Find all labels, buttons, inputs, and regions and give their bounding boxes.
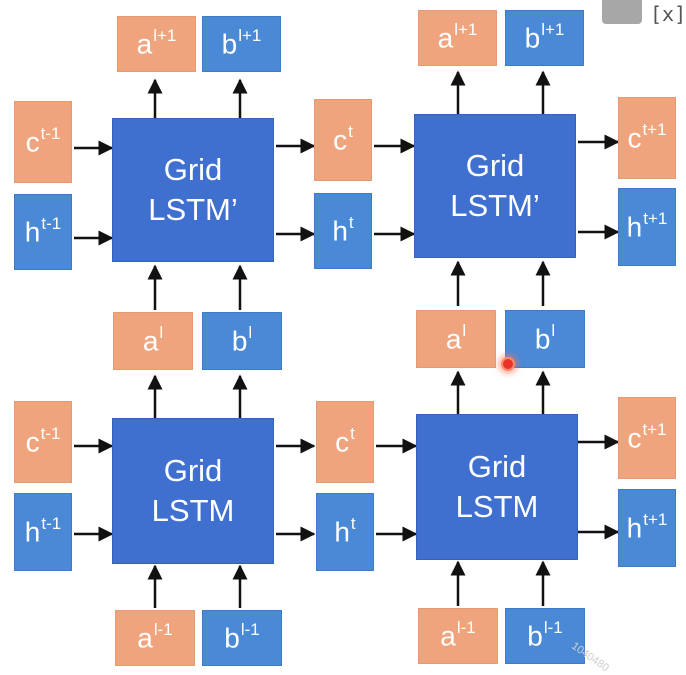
tl-out-a-box: al+1: [117, 16, 196, 72]
tr-out-h-label: ht+1: [626, 208, 668, 243]
tl-in-c-box: ct-1: [14, 101, 72, 183]
tm-h-label: ht: [332, 212, 354, 247]
tr-out-c-box: ct+1: [618, 97, 676, 179]
tm-c-box: ct: [314, 99, 372, 181]
tl-in-h-label: ht-1: [24, 213, 62, 248]
corner-text: [x]: [650, 2, 686, 26]
ml-a-box: al: [113, 312, 193, 370]
br-in-b-box: bl-1: [505, 608, 585, 664]
toolbar-badge-icon[interactable]: [602, 0, 642, 24]
bl-cell-line2: LSTM: [151, 493, 235, 528]
pointer-dot-icon: [501, 357, 515, 371]
mr-b-label: bl: [534, 320, 556, 355]
tr-out-a-label: al+1: [437, 19, 478, 54]
bl-in-c-label: ct-1: [25, 423, 61, 458]
br-out-c-box: ct+1: [618, 397, 676, 479]
mr-a-label: al: [445, 320, 467, 355]
br-in-a-label: al-1: [440, 617, 476, 652]
tr-out-a-box: al+1: [418, 10, 497, 66]
tl-in-c-label: ct-1: [25, 123, 61, 158]
tr-out-h-box: ht+1: [618, 188, 676, 266]
bl-in-b-label: bl-1: [224, 619, 260, 654]
bm-c-label: ct: [335, 423, 355, 458]
mr-a-box: al: [416, 310, 496, 368]
br-in-a-box: al-1: [418, 608, 498, 664]
ml-a-label: al: [142, 322, 164, 357]
bl-in-a-box: al-1: [115, 610, 195, 666]
bl-cell-line1: Grid: [163, 453, 223, 488]
bm-h-label: ht: [334, 513, 356, 548]
tm-h-box: ht: [314, 193, 372, 269]
bl-in-a-label: al-1: [137, 619, 173, 654]
ml-b-box: bl: [202, 312, 282, 370]
tm-c-label: ct: [333, 121, 353, 156]
mr-b-box: bl: [505, 310, 585, 368]
br-out-c-label: ct+1: [627, 419, 667, 454]
tr-out-b-box: bl+1: [505, 10, 584, 66]
bm-c-box: ct: [316, 401, 374, 483]
tl-out-b-box: bl+1: [202, 16, 281, 72]
tr-cell-line1: Grid: [465, 148, 525, 183]
tr-cell-line2: LSTM’: [450, 188, 540, 223]
bm-h-box: ht: [316, 493, 374, 571]
tl-out-b-label: bl+1: [221, 25, 262, 60]
ml-b-label: bl: [231, 322, 253, 357]
tr-grid-lstm-prime-cell: Grid LSTM’: [414, 114, 576, 258]
br-grid-lstm-cell: Grid LSTM: [416, 414, 578, 560]
br-out-h-label: ht+1: [626, 509, 668, 544]
tl-cell-line1: Grid: [163, 152, 223, 187]
br-cell-line1: Grid: [467, 449, 527, 484]
bl-in-h-label: ht-1: [24, 513, 62, 548]
tl-out-a-label: al+1: [136, 25, 177, 60]
tl-grid-lstm-prime-cell: Grid LSTM’: [112, 118, 274, 262]
tl-in-h-box: ht-1: [14, 194, 72, 270]
tr-out-c-label: ct+1: [627, 119, 667, 154]
bl-grid-lstm-cell: Grid LSTM: [112, 418, 274, 564]
br-out-h-box: ht+1: [618, 489, 676, 567]
tl-cell-line2: LSTM’: [148, 192, 238, 227]
bl-in-c-box: ct-1: [14, 401, 72, 483]
br-cell-line2: LSTM: [455, 489, 539, 524]
tr-out-b-label: bl+1: [524, 19, 565, 54]
bl-in-b-box: bl-1: [202, 610, 282, 666]
bl-in-h-box: ht-1: [14, 493, 72, 571]
br-in-b-label: bl-1: [527, 617, 563, 652]
